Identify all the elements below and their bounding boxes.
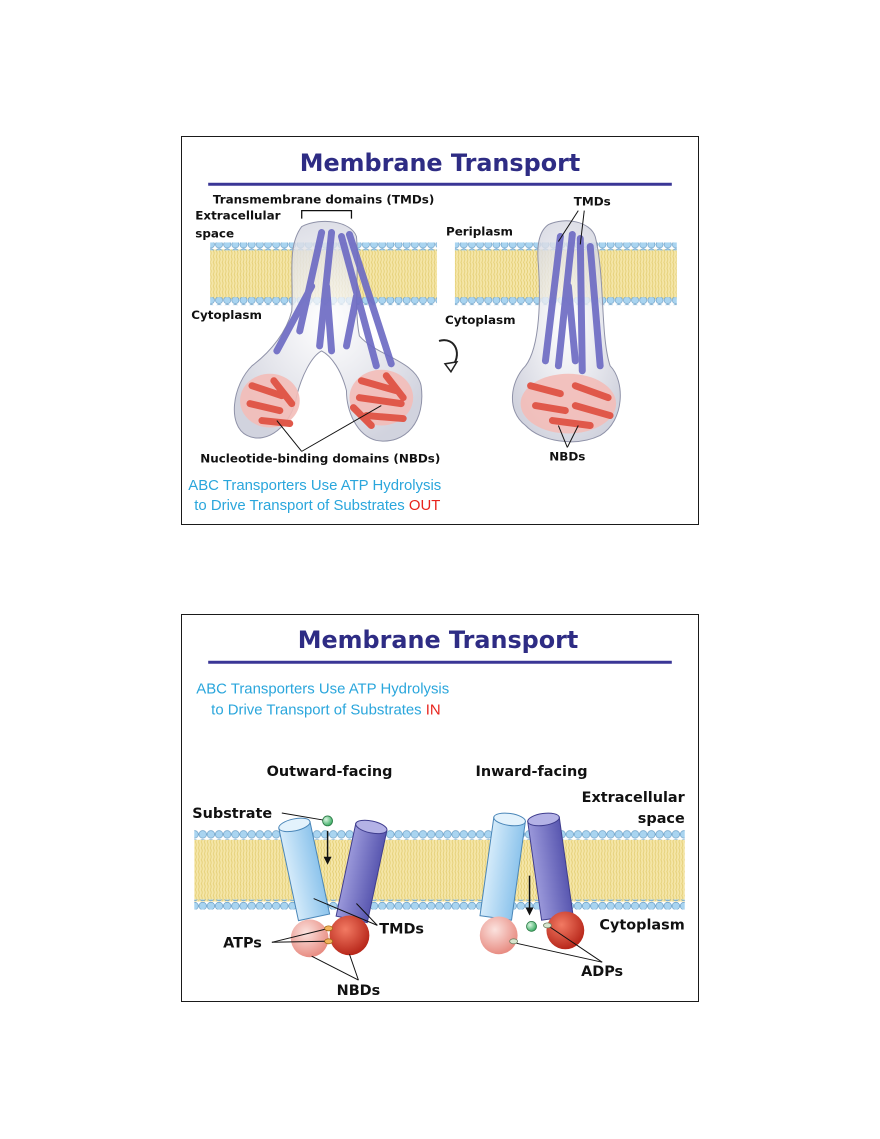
label-adps: ADPs [581, 964, 623, 980]
slide-abc-in: Membrane Transport ABC Transporters Use … [181, 614, 699, 1002]
tmd-helix [345, 231, 395, 368]
slide-abc-out: Membrane Transport [181, 136, 699, 525]
nbd-dimer [520, 373, 617, 434]
lipid-bilayer [194, 829, 685, 910]
nbd-dark [329, 915, 370, 956]
substrate-arrowhead [525, 907, 534, 916]
rotate-arrow-icon [438, 339, 459, 374]
tmd-helix [576, 234, 586, 375]
slide-title: Membrane Transport [298, 626, 579, 654]
label-nbds-full: Nucleotide-binding domains (NBDs) [200, 451, 440, 465]
label-extracellular: Extracellular [582, 790, 686, 806]
caption-line2: to Drive Transport of Substrates IN [211, 701, 440, 718]
nbd-right [349, 369, 414, 429]
label-substrate: Substrate [192, 806, 272, 822]
tmd-helix [554, 231, 576, 370]
nbd-light [479, 916, 518, 955]
label-periplasm: Periplasm [446, 224, 513, 238]
outward-facing-transporter [278, 815, 388, 958]
tmd-helix [296, 229, 326, 335]
slide-title: Membrane Transport [300, 149, 581, 177]
leader-lines [271, 812, 603, 981]
label-extracellular-space: space [195, 226, 234, 240]
substrate-arrowhead [323, 856, 332, 865]
adp-molecule [509, 938, 518, 945]
substrate-molecule [322, 815, 333, 827]
abc-transporter-outward-structure [511, 220, 621, 443]
label-tmds: TMDs [379, 921, 424, 937]
label-extracellular-space: space [638, 811, 685, 827]
inward-facing-transporter [479, 812, 585, 955]
label-inward-facing: Inward-facing [475, 764, 587, 780]
tmd-helix [564, 282, 579, 365]
tmd-cylinder-light [278, 817, 331, 922]
tmd-bracket [301, 209, 353, 219]
label-tmds-full: Transmembrane domains (TMDs) [213, 193, 434, 207]
nbd-left [240, 373, 300, 428]
leader-lines [276, 210, 585, 452]
abc-out-diagram: Membrane Transport [188, 149, 677, 514]
title-rule [208, 660, 672, 664]
abc-transporter-inward-structure [233, 220, 423, 442]
tmd-helix [273, 282, 316, 355]
adp-molecule [543, 922, 552, 929]
label-tmds-short: TMDs [574, 195, 611, 209]
tmd-helix [586, 242, 604, 370]
caption-highlight-out: OUT [409, 497, 440, 514]
label-atps: ATPs [223, 935, 262, 951]
label-extracellular: Extracellular [195, 209, 280, 223]
abc-in-diagram: Membrane Transport ABC Transporters Use … [192, 626, 686, 999]
label-cytoplasm-right: Cytoplasm [445, 313, 516, 327]
atp-molecule [324, 925, 333, 932]
label-outward-facing: Outward-facing [267, 764, 393, 780]
nbd-dark [546, 911, 585, 950]
caption-highlight-in: IN [426, 701, 441, 718]
title-rule [208, 182, 672, 186]
caption-line1: ABC Transporters Use ATP Hydrolysis [188, 477, 441, 494]
caption-line2: to Drive Transport of Substrates OUT [194, 497, 440, 514]
tmd-helix [323, 282, 336, 355]
nbd-light [290, 919, 329, 958]
tmd-cylinder-light [479, 812, 526, 921]
substrate-molecule [526, 921, 537, 932]
atp-molecule [324, 938, 333, 945]
tmd-helix [541, 233, 564, 365]
tmd-helix [343, 292, 360, 350]
label-cytoplasm-left: Cytoplasm [191, 308, 262, 322]
label-nbds-short: NBDs [549, 449, 585, 463]
label-cytoplasm: Cytoplasm [599, 917, 684, 933]
caption-line1: ABC Transporters Use ATP Hydrolysis [196, 681, 449, 698]
label-nbds: NBDs [337, 983, 381, 999]
